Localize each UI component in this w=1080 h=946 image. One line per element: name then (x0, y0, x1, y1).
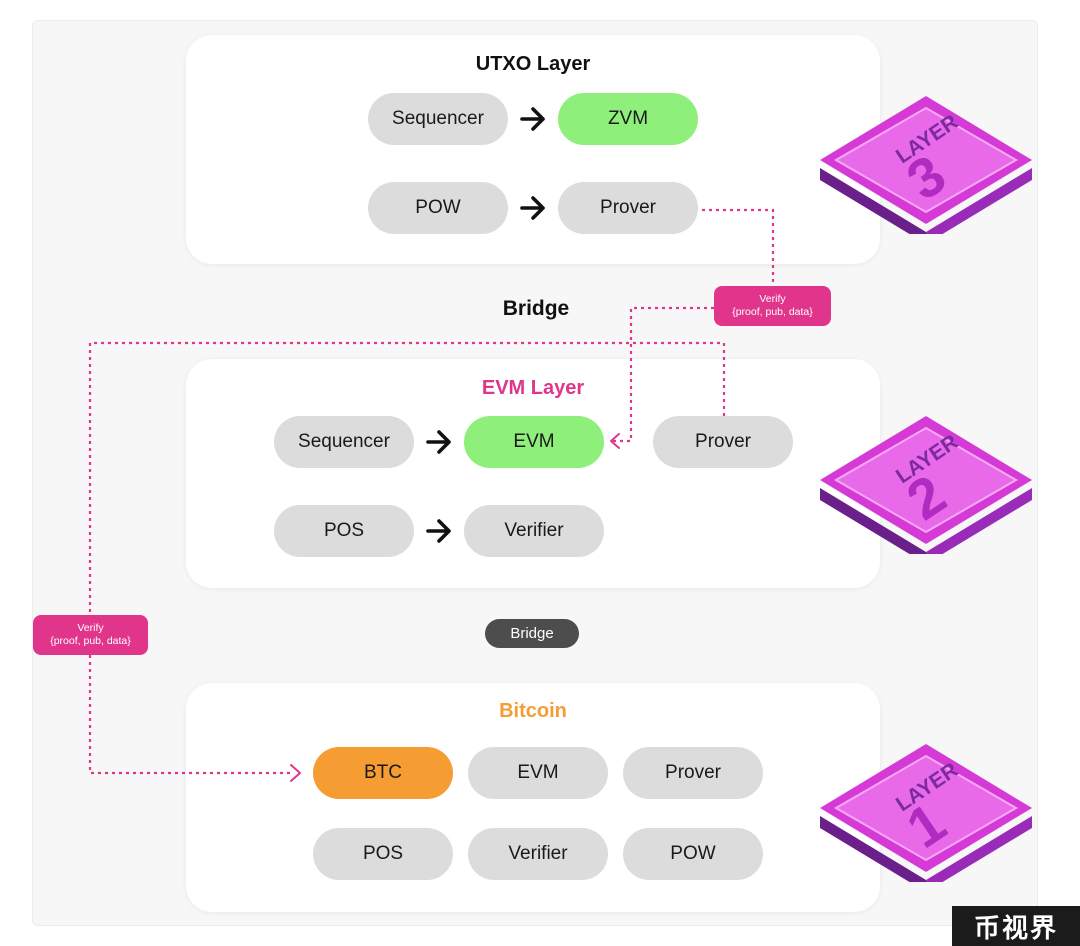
evm-layer-title: EVM Layer (481, 377, 585, 399)
verify-params: {proof, pub, data} (732, 306, 813, 318)
l1-btc-node: BTC (313, 747, 453, 799)
l3-pow-node: POW (368, 182, 508, 234)
bitcoin-layer-title: Bitcoin (499, 700, 567, 722)
arrow-right-icon (426, 430, 451, 454)
l2-evm-node: EVM (464, 416, 604, 468)
layer-3-badge-icon: LAYER 3 (820, 96, 1032, 234)
verify-params: {proof, pub, data} (50, 635, 131, 647)
verify-title: Verify (759, 293, 786, 305)
l1-prover-node: Prover (623, 747, 763, 799)
verify-to-btc-connector (88, 655, 293, 775)
verify-badge-top: Verify {proof, pub, data} (714, 286, 831, 326)
utxo-layer-panel (186, 35, 880, 264)
l2-prover-node: Prover (653, 416, 793, 468)
l2-pos-node: POS (274, 505, 414, 557)
watermark: 币视界 (952, 906, 1080, 946)
l3-prover-to-verify-connector (702, 208, 775, 286)
l2-verifier-node: Verifier (464, 505, 604, 557)
l1-verifier-node: Verifier (468, 828, 608, 880)
bridge-label: Bridge (502, 297, 570, 320)
l3-sequencer-node: Sequencer (368, 93, 508, 145)
bridge-badge: Bridge (485, 619, 579, 648)
layer-2-badge-icon: LAYER 2 (820, 416, 1032, 554)
verify-badge-left: Verify {proof, pub, data} (33, 615, 148, 655)
l2-sequencer-node: Sequencer (274, 416, 414, 468)
arrow-right-icon (520, 107, 545, 131)
l1-pow-node: POW (623, 828, 763, 880)
arrow-right-icon (426, 519, 451, 543)
l3-prover-node: Prover (558, 182, 698, 234)
l2-prover-to-verify-connector (88, 341, 726, 615)
arrowhead-right-icon (290, 764, 301, 782)
verify-title: Verify (77, 622, 104, 634)
arrow-right-icon (520, 196, 545, 220)
verify-to-l2-evm-connector (612, 306, 714, 443)
arrowhead-left-icon (610, 433, 620, 449)
utxo-layer-title: UTXO Layer (475, 53, 591, 75)
layer-1-badge-icon: LAYER 1 (820, 744, 1032, 882)
l1-pos-node: POS (313, 828, 453, 880)
l1-evm-node: EVM (468, 747, 608, 799)
l3-zvm-node: ZVM (558, 93, 698, 145)
